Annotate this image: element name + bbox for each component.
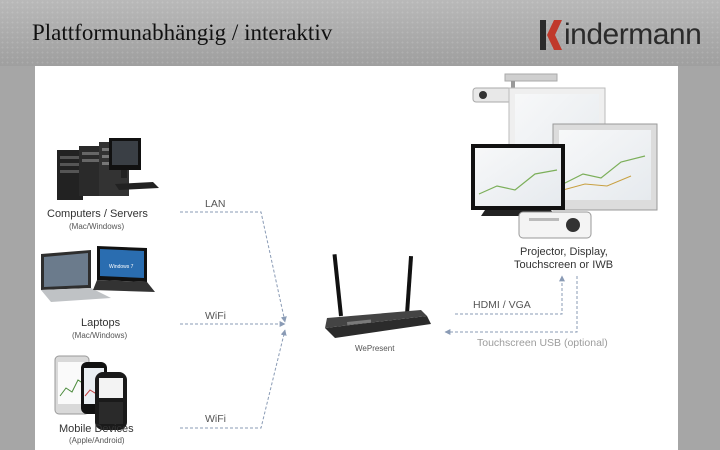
header-bar [0, 0, 720, 66]
connection-label-lan: LAN [205, 198, 226, 210]
source-sub-laptops: (Mac/Windows) [72, 331, 128, 340]
output-label-line2: Touchscreen or IWB [514, 259, 614, 271]
page-title: Plattformunabhängig / interaktiv [32, 20, 333, 45]
diagram-area: Windows 7 [35, 66, 678, 450]
logo-text: indermann [564, 18, 702, 51]
kindermann-logo: indermann [536, 18, 702, 52]
frame-right [678, 66, 720, 450]
wepresent-hub-icon [325, 254, 431, 338]
connection-arrows [180, 211, 578, 429]
laptop-icon: Windows 7 [41, 246, 155, 302]
source-sub-mobile: (Apple/Android) [69, 436, 125, 445]
logo-k-mark [540, 20, 562, 50]
connection-label-hdmi: HDMI / VGA [473, 299, 531, 311]
connection-label-usb: Touchscreen USB (optional) [477, 337, 608, 349]
source-label-computers: Computers / Servers [47, 208, 148, 220]
diagram-graphics: Windows 7 [41, 73, 658, 430]
computer-server-icon [57, 138, 159, 200]
display-screens-icon [471, 87, 658, 239]
source-label-laptops: Laptops [81, 317, 121, 329]
projector-icon [472, 73, 558, 103]
mobile-devices-icon [54, 355, 127, 430]
source-sub-computers: (Mac/Windows) [69, 222, 125, 231]
frame-left [0, 66, 35, 450]
connection-label-wifi-2: WiFi [205, 413, 226, 425]
svg-text:Windows 7: Windows 7 [109, 264, 134, 270]
hub-label: WePresent [355, 344, 395, 353]
connection-label-wifi-1: WiFi [205, 310, 226, 322]
source-label-mobile: Mobile Devices [59, 423, 134, 435]
output-label-line1: Projector, Display, [520, 246, 608, 258]
